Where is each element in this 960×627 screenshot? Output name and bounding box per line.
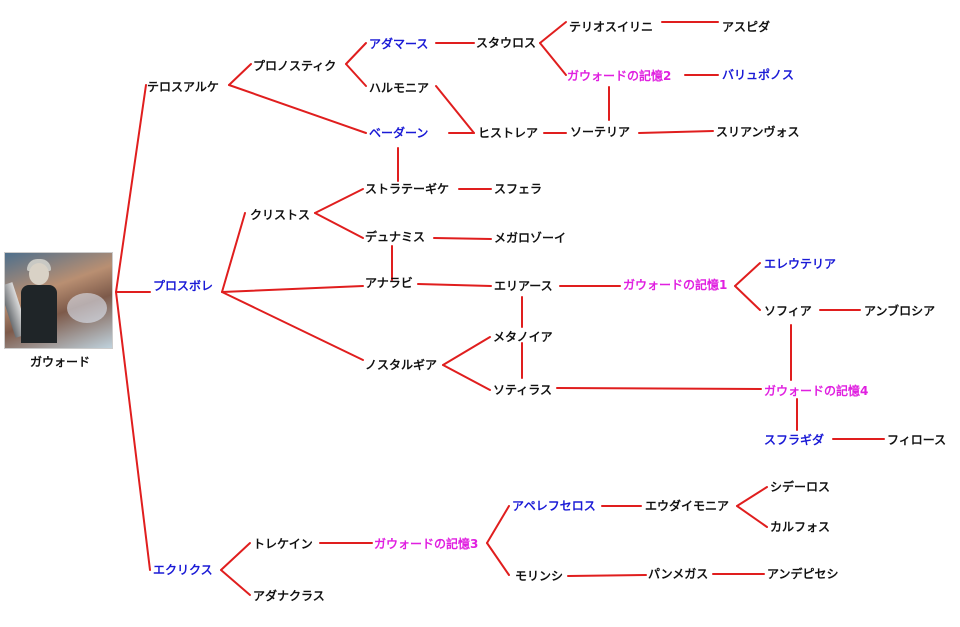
node-sfuragida: スフラギダ	[764, 433, 825, 447]
node-histrea: ヒストレア	[478, 126, 539, 140]
node-ekrikusu: エクリクス	[153, 563, 213, 577]
node-sotirasu: ソティラス	[493, 383, 553, 397]
node-sofia: ソフィア	[764, 304, 812, 318]
node-memory1: ガウォードの記憶1	[623, 278, 728, 292]
connector-line-32	[734, 285, 761, 311]
node-morinsi: モリンシ	[515, 569, 564, 583]
connector-line-37	[556, 387, 762, 390]
connector-line-6	[345, 42, 367, 65]
connector-line-25	[433, 237, 492, 240]
connector-line-9	[435, 85, 475, 134]
portrait-body	[21, 285, 57, 343]
node-aspida: アスピダ	[722, 20, 771, 34]
node-stratedike: ストラテーギケ	[365, 182, 450, 196]
portrait-head	[29, 263, 49, 285]
connector-line-27	[417, 283, 492, 287]
node-adamas: アダマース	[369, 37, 429, 51]
connector-line-7	[345, 63, 367, 87]
node-adanakurasu: アダナクラス	[253, 589, 325, 603]
connector-line-46	[736, 486, 768, 507]
connector-line-18	[638, 130, 714, 134]
node-eudaimonia: エウダイモニア	[645, 499, 730, 513]
connector-line-23	[314, 212, 364, 239]
connector-line-43	[486, 505, 510, 544]
node-sideros: シデーロス	[770, 480, 831, 494]
node-memory2: ガウォードの記憶2	[567, 69, 672, 83]
node-eleuteria: エレウテリア	[764, 257, 837, 271]
connector-line-47	[736, 505, 768, 528]
connector-line-5	[228, 84, 367, 134]
node-eriasu: エリアース	[494, 279, 553, 293]
node-sfera: スフェラ	[494, 182, 543, 196]
connector-line-41	[220, 569, 251, 596]
node-stauros: スタウロス	[476, 36, 537, 50]
node-memory3: ガウォードの記憶3	[374, 537, 479, 551]
node-panmegasu: パンメガス	[648, 567, 709, 581]
node-apelfuserosu: アペレフセロス	[512, 499, 596, 513]
node-kuristosu: クリストス	[250, 208, 311, 222]
node-varyuponosu: バリュポノス	[722, 68, 795, 82]
node-andepisesi: アンデピセシ	[767, 567, 839, 581]
connector-line-48	[567, 574, 647, 577]
node-dunamis: デュナミス	[365, 230, 426, 244]
node-soteria: ソーテリア	[570, 125, 631, 139]
node-karufosu: カルフォス	[770, 520, 831, 534]
connector-line-3	[115, 291, 151, 571]
node-ambrosia: アンブロシア	[864, 304, 936, 318]
node-anarabi: アナラビ	[365, 276, 413, 290]
root-label: ガウォード	[30, 355, 91, 369]
node-harmonia: ハルモニア	[369, 81, 430, 95]
node-megarozoi: メガロゾーイ	[494, 231, 567, 245]
connector-line-36	[442, 364, 491, 391]
node-metanoia: メタノイア	[493, 330, 553, 344]
connector-line-19	[221, 212, 246, 293]
portrait-glow	[67, 293, 107, 323]
node-beden: ベーダーン	[369, 126, 429, 140]
connector-line-22	[314, 188, 364, 214]
connector-line-35	[442, 336, 491, 366]
connector-line-20	[221, 285, 364, 293]
node-terosarche: テロスアルケ	[147, 80, 219, 94]
connector-line-12	[539, 21, 567, 44]
node-nostalgia: ノスタルギア	[365, 358, 438, 372]
node-memory4: ガウォードの記憶4	[764, 384, 869, 398]
node-srianvos: スリアンヴォス	[716, 125, 800, 139]
connector-line-21	[221, 291, 364, 361]
node-torekein: トレケイン	[253, 537, 313, 551]
node-teriosuirini: テリオスイリニ	[569, 20, 654, 34]
connector-line-40	[220, 542, 251, 571]
connector-line-1	[115, 84, 147, 293]
connector-line-4	[228, 63, 252, 86]
node-pronostiku: プロノスティク	[253, 59, 337, 73]
node-filosu: フィロース	[887, 433, 947, 447]
character-portrait-icon	[4, 252, 113, 349]
node-prosbore: プロスボレ	[153, 279, 214, 293]
connector-line-44	[486, 542, 510, 576]
connector-line-13	[539, 42, 567, 76]
connector-line-31	[734, 262, 761, 287]
